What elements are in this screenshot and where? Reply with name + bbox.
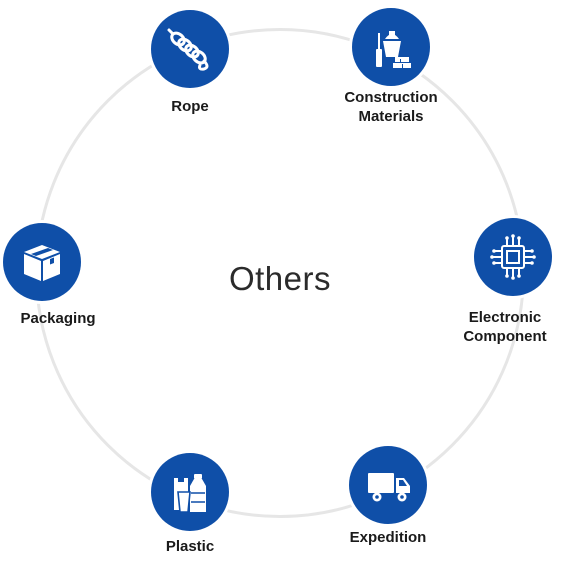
electronic-label: Electronic Component (463, 309, 547, 345)
plastic-bottle-icon (151, 453, 229, 531)
center-title: Others (228, 260, 332, 297)
plastic-label: Plastic (165, 538, 215, 555)
expedition-label: Expedition (349, 529, 427, 546)
chip-icon (474, 218, 552, 296)
truck-icon (349, 446, 427, 524)
rope-label: Rope (171, 98, 209, 115)
packaging-node[interactable] (0, 220, 84, 304)
electronic-node[interactable] (471, 215, 555, 299)
packaging-label: Packaging (20, 310, 96, 327)
rope-icon (151, 10, 229, 88)
construction-node[interactable] (349, 5, 433, 89)
construction-label: Construction Materials (344, 89, 438, 125)
expedition-node[interactable] (346, 443, 430, 527)
rope-node[interactable] (148, 7, 232, 91)
box-icon (3, 223, 81, 301)
plastic-node[interactable] (148, 450, 232, 534)
construction-icon (352, 8, 430, 86)
